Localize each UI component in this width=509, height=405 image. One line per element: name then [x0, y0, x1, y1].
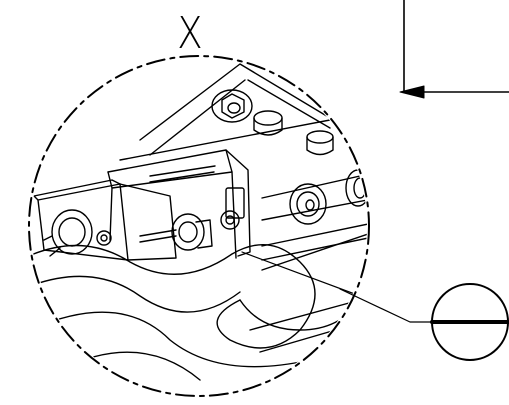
side-port-2	[345, 169, 367, 207]
cylinder-post-1	[253, 110, 283, 136]
front-plug	[33, 179, 213, 261]
connector-block	[107, 149, 251, 259]
hex-bolt	[211, 89, 253, 123]
leader-line-ext	[339, 288, 437, 323]
view-arrow	[399, 0, 509, 99]
detail-illustration	[31, 63, 367, 381]
cylinder-post-2	[306, 130, 334, 156]
ring-icon	[220, 210, 240, 230]
detail-circle	[28, 55, 370, 397]
cable	[31, 244, 367, 381]
arrow-left-icon	[399, 85, 425, 99]
side-port-1	[289, 183, 327, 225]
detail-label: X	[177, 7, 203, 59]
leader-line	[241, 251, 367, 323]
slotted-circle-icon	[430, 283, 509, 361]
